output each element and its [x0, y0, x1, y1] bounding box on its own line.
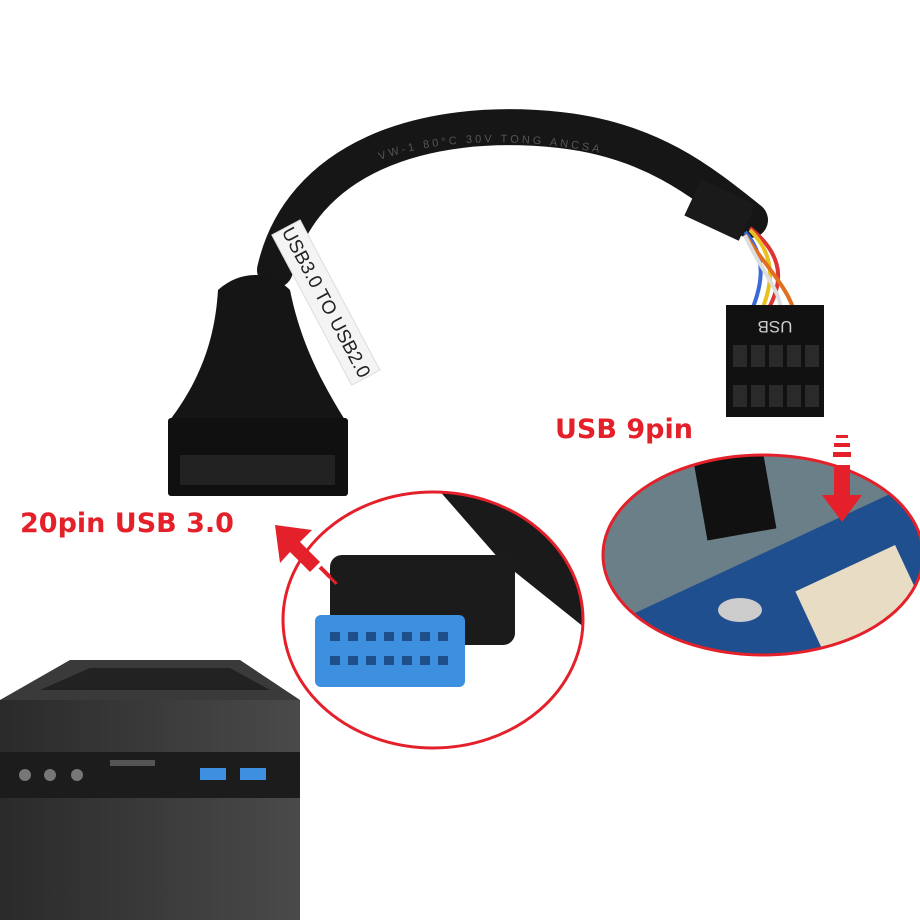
arrow-up-left-icon [275, 525, 338, 585]
connector-marking: USB [758, 317, 793, 336]
motherboard-closeup [601, 453, 920, 657]
colored-wires [743, 226, 797, 317]
usb-20pin-boot [170, 275, 345, 420]
usb3-closeup [281, 490, 585, 750]
cable [257, 109, 768, 288]
usb-9pin-label: USB 9pin [555, 414, 693, 445]
arrow-down-icon [822, 435, 862, 522]
usb-20pin-label: 20pin USB 3.0 [20, 508, 234, 539]
usb-9pin-connector: USB [726, 305, 824, 417]
pc-case [0, 660, 300, 920]
usb-20pin-socket [180, 455, 335, 485]
cable-ferrule [684, 179, 756, 241]
